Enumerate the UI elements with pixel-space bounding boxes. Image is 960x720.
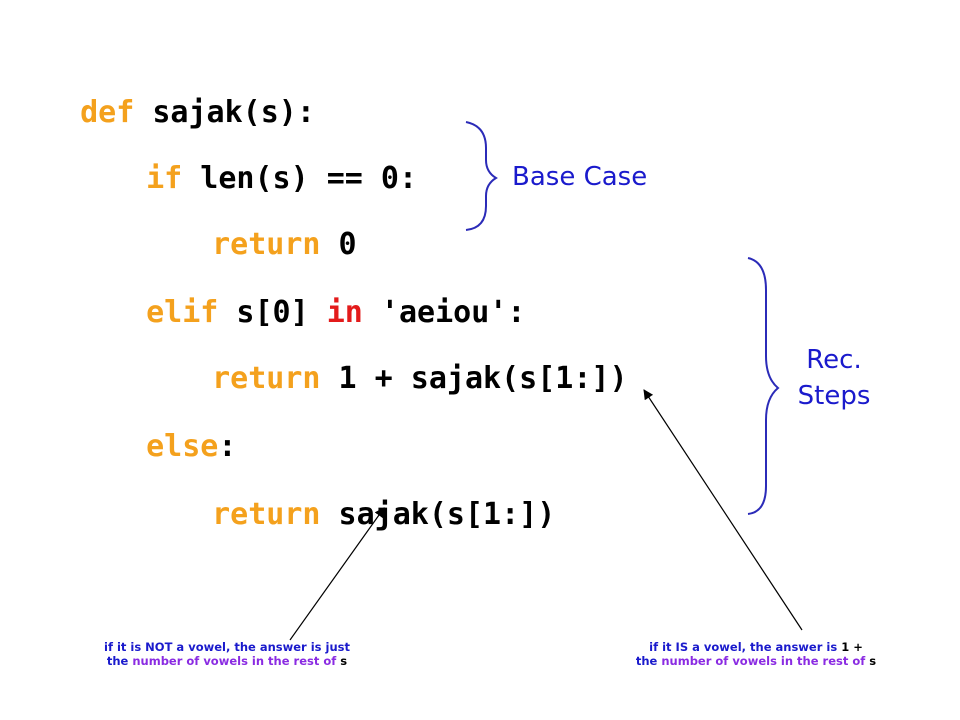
elif-vowels: 'aeiou': xyxy=(362,295,526,330)
arrow-is-vowel xyxy=(643,389,803,631)
return-zero-value: 0 xyxy=(320,227,357,262)
rec-steps-label: Rec. Steps xyxy=(786,342,882,414)
if-condition: len(s) == 0: xyxy=(182,161,418,196)
note-is-vowel: if it IS a vowel, the answer is 1 + the … xyxy=(600,640,912,668)
code-line-def: def sajak(s): xyxy=(44,62,315,130)
keyword-return: return xyxy=(212,497,321,532)
note-is-vowel-line1: if it IS a vowel, the answer is 1 + xyxy=(649,640,863,654)
note-not-vowel-line1: if it is NOT a vowel, the answer is just xyxy=(104,640,350,654)
code-line-return-rest: return sajak(s[1:]) xyxy=(176,464,555,532)
keyword-elif: elif xyxy=(146,295,219,330)
keyword-def: def xyxy=(80,95,135,130)
code-line-elif: elif s[0] in 'aeiou': xyxy=(110,262,525,330)
function-signature: sajak(s): xyxy=(134,95,315,130)
base-case-brace xyxy=(465,121,498,231)
keyword-if: if xyxy=(146,161,183,196)
rec-steps-label-line1: Rec. xyxy=(806,345,862,375)
code-line-return-zero: return 0 xyxy=(176,194,357,262)
keyword-return: return xyxy=(212,227,321,262)
elif-subject: s[0] xyxy=(218,295,327,330)
note-not-vowel-line2: the number of vowels in the rest of s xyxy=(106,654,348,668)
return-vowel-expression: 1 + sajak(s[1:]) xyxy=(320,361,628,396)
rec-steps-label-line2: Steps xyxy=(797,381,871,411)
else-colon: : xyxy=(218,429,237,464)
code-line-else: else: xyxy=(110,396,236,464)
keyword-else: else xyxy=(146,429,219,464)
base-case-label: Base Case xyxy=(512,162,648,192)
rec-steps-brace xyxy=(747,257,780,515)
note-not-vowel: if it is NOT a vowel, the answer is just… xyxy=(60,640,394,668)
return-rest-expression: sajak(s[1:]) xyxy=(320,497,556,532)
keyword-return: return xyxy=(212,361,321,396)
arrow-not-vowel xyxy=(289,507,385,641)
code-line-if: if len(s) == 0: xyxy=(110,128,417,196)
keyword-in: in xyxy=(326,295,363,330)
code-line-return-vowel: return 1 + sajak(s[1:]) xyxy=(176,328,628,396)
note-is-vowel-line2: the number of vowels in the rest of s xyxy=(635,654,877,668)
